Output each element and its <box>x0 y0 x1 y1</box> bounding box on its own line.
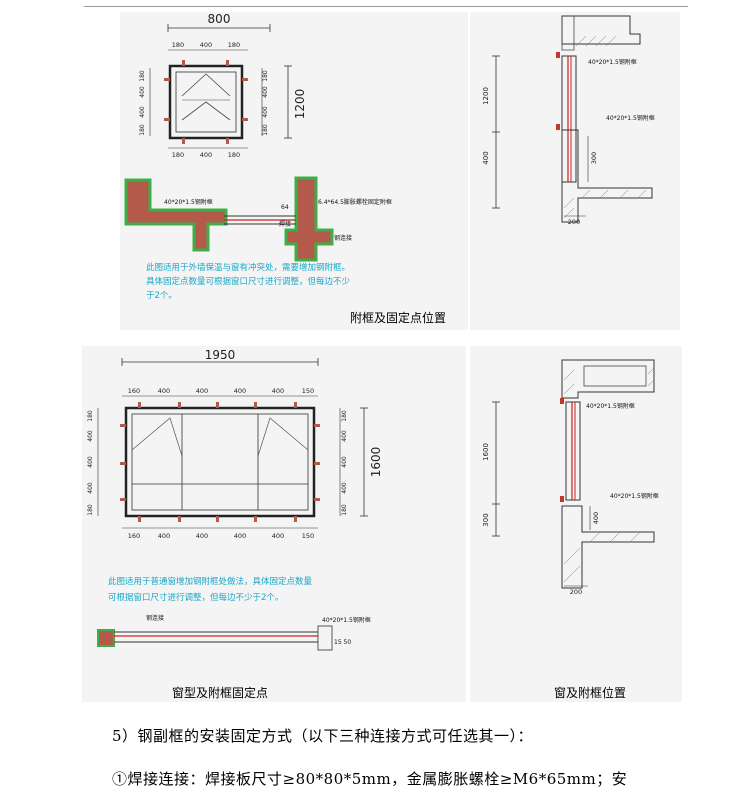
fig3-left-dim-2: 400 <box>87 430 94 442</box>
fig3-note-line-1: 此图适用于普通窗增加钢附框处做法，具体固定点数量 <box>108 576 313 587</box>
fig1-label-steel-link: 钢连接 <box>334 234 352 242</box>
fig1-left-dim-3: 400 <box>139 106 146 118</box>
fig3-top-dim-5: 400 <box>272 387 284 395</box>
fig3-note-line-2: 可根据窗口尺寸进行调整，但每边不少于2个。 <box>108 592 283 603</box>
fig3-left-dim-4: 400 <box>87 482 94 494</box>
fig3-top-dim-6: 150 <box>302 387 314 395</box>
fig4-dim-200: 200 <box>570 588 582 596</box>
fig2-dim-300: 300 <box>590 152 598 164</box>
fig4-dim-400: 400 <box>592 512 600 524</box>
fig3-height: 1600 <box>369 447 383 478</box>
fig3-bottom-dim-2: 400 <box>158 532 170 540</box>
fig4-label-lower: 40*20*1.5钢附框 <box>610 492 659 500</box>
figure-window-frame-fixing: 800 180 400 180 180 400 400 180 180 400 … <box>120 12 468 330</box>
fig1-bottom-dim-3: 180 <box>228 151 240 159</box>
fig1-width: 800 <box>208 12 231 26</box>
fig1-top-dim-2: 400 <box>200 41 212 49</box>
fig3-left-dim-1: 180 <box>87 410 94 422</box>
fig3-top-dim-2: 400 <box>158 387 170 395</box>
fig3-right-dim-1: 180 <box>341 410 348 422</box>
fig3-bottom-dim-6: 150 <box>302 532 314 540</box>
fig1-label-weld: 焊接 <box>279 220 291 228</box>
fig3-right-dim-4: 400 <box>341 482 348 494</box>
figure-window-type-fixing: 1950 160 400 400 400 400 150 180 400 400… <box>82 346 466 702</box>
fig1-right-dim-2: 400 <box>262 86 269 98</box>
fig3-bottom-dim-5: 400 <box>272 532 284 540</box>
fig4-dim-300: 300 <box>482 513 490 526</box>
figure-section-1200: 1200 400 300 200 40*20*1.5钢附框 40*20*1.5钢… <box>470 12 680 330</box>
fig3-label-small: 15 50 <box>334 639 351 646</box>
fig1-right-dim-1: 180 <box>262 70 269 82</box>
fig1-note-line-1: 此图适用于外墙保温与窗有冲突处，需要增加钢附框。 <box>146 262 350 273</box>
fig1-left-dim-1: 180 <box>139 70 146 82</box>
fig3-caption: 窗型及附框固定点 <box>172 686 269 700</box>
figure-1-drawing: 800 180 400 180 180 400 400 180 180 400 … <box>124 12 392 301</box>
fig2-label-upper: 40*20*1.5钢附框 <box>588 58 637 66</box>
fig1-left-dim-2: 400 <box>139 86 146 98</box>
paragraph-install-methods: 5）钢副框的安装固定方式（以下三种连接方式可任选其一）： <box>112 727 534 745</box>
fig3-label-steel-frame: 40*20*1.5钢附框 <box>322 616 371 624</box>
fig1-label-64: 64 <box>281 204 289 211</box>
fig3-top-dim-4: 400 <box>234 387 246 395</box>
fig4-label-upper: 40*20*1.5钢附框 <box>586 402 635 410</box>
paragraph-weld-connection: ①焊接连接：焊接板尺寸≥80*80*5mm，金属膨胀螺栓≥M6*65mm；安 <box>112 770 628 788</box>
fig4-dim-1600: 1600 <box>482 443 490 461</box>
figure-3-drawing: 1950 160 400 400 400 400 150 180 400 400… <box>87 348 383 651</box>
fig3-left-dim-5: 180 <box>87 504 94 516</box>
fig1-right-dim-4: 180 <box>262 124 269 136</box>
fig1-bottom-dim-1: 180 <box>172 151 184 159</box>
fig3-top-dim-1: 160 <box>128 387 140 395</box>
fig2-dim-400: 400 <box>482 151 490 164</box>
fig1-top-dim-3: 180 <box>228 41 240 49</box>
fig3-left-dim-3: 400 <box>87 456 94 468</box>
figure-2-drawing: 1200 400 300 200 40*20*1.5钢附框 40*20*1.5钢… <box>482 15 655 226</box>
fig3-bottom-dim-1: 160 <box>128 532 140 540</box>
fig1-right-dim-3: 400 <box>262 106 269 118</box>
fig1-bottom-dim-2: 400 <box>200 151 212 159</box>
fig2-dim-200: 200 <box>568 218 580 226</box>
fig1-label-steel-frame: 40*20*1.5钢附框 <box>164 198 213 206</box>
fig1-note-line-2: 具体固定点数量可根据窗口尺寸进行调整，但每边不少 <box>146 276 351 287</box>
fig1-top-dim-1: 180 <box>172 41 184 49</box>
fig3-bottom-dim-3: 400 <box>196 532 208 540</box>
fig3-bottom-dim-4: 400 <box>234 532 246 540</box>
figure-4-drawing: 1600 300 400 200 40*20*1.5钢附框 40*20*1.5钢… <box>482 359 659 596</box>
fig3-right-dim-5: 180 <box>341 504 348 516</box>
top-rule <box>84 6 688 7</box>
fig1-note-line-3: 于2个。 <box>146 291 177 301</box>
fig1-caption: 附框及固定点位置 <box>350 311 447 325</box>
fig3-right-dim-3: 400 <box>341 456 348 468</box>
fig1-label-bolt: 6.4*64.5膨胀螺栓固定附框 <box>318 198 392 206</box>
fig3-right-dim-2: 400 <box>341 430 348 442</box>
fig2-dim-1200: 1200 <box>482 87 490 105</box>
fig4-caption: 窗及附框位置 <box>554 686 627 700</box>
fig2-label-lower: 40*20*1.5钢附框 <box>606 114 655 122</box>
fig3-label-steel-link: 钢连接 <box>146 614 164 622</box>
fig1-height: 1200 <box>293 89 307 120</box>
figure-window-frame-position: 1600 300 400 200 40*20*1.5钢附框 40*20*1.5钢… <box>470 346 682 702</box>
fig3-width: 1950 <box>205 348 236 362</box>
fig3-top-dim-3: 400 <box>196 387 208 395</box>
fig1-left-dim-4: 180 <box>139 124 146 136</box>
